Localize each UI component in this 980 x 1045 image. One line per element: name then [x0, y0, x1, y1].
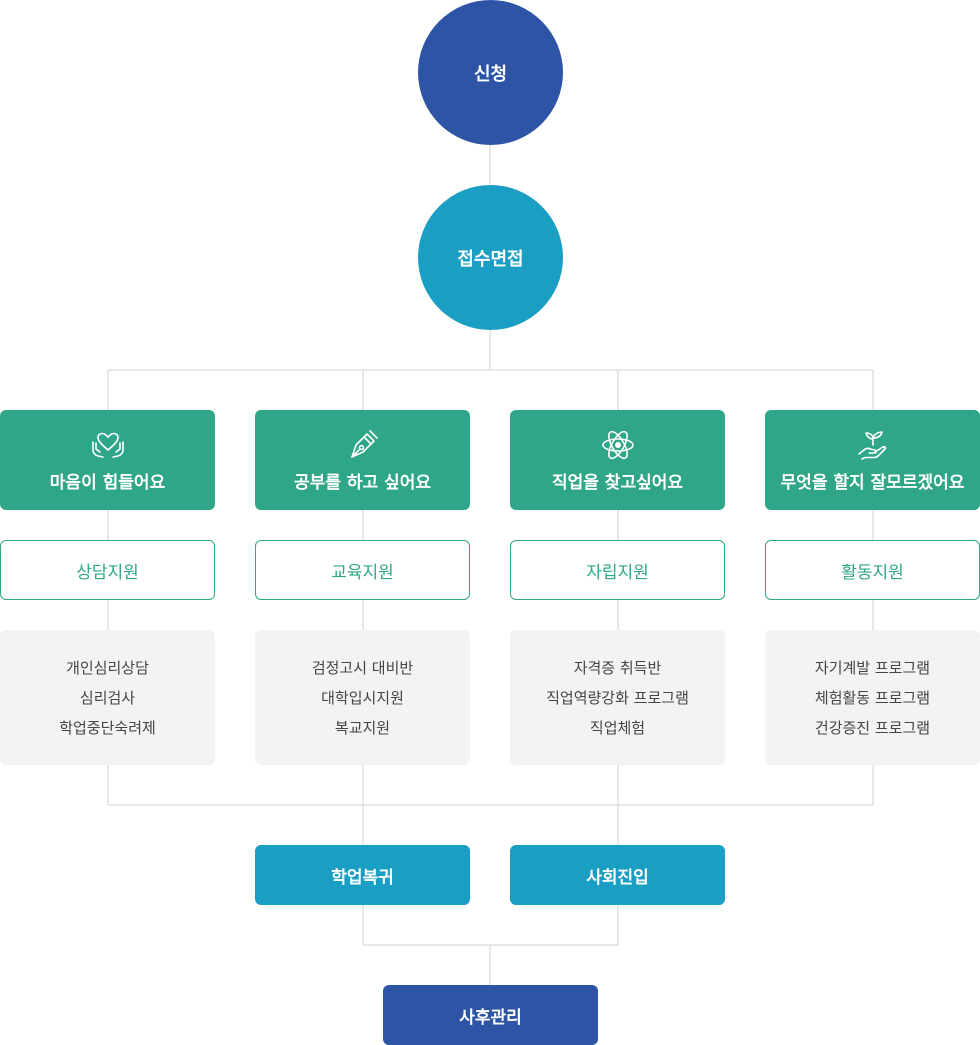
- outcome-label: 사후관리: [459, 1007, 522, 1028]
- detail-item: 복교지원: [334, 718, 391, 737]
- support-label: 상담지원: [76, 562, 139, 583]
- detail-item: 대학입시지원: [321, 688, 404, 707]
- detail-item: 심리검사: [79, 688, 136, 707]
- return-to-school-node: 학업복귀: [255, 845, 470, 905]
- support-label: 활동지원: [841, 562, 904, 583]
- support-label: 자립지원: [586, 562, 649, 583]
- detail-item: 자격증 취득반: [573, 658, 662, 677]
- detail-independence: 자격증 취득반 직업역량강화 프로그램 직업체험: [510, 630, 725, 765]
- category-title: 무엇을 할지 잘모르겠어요: [780, 473, 965, 493]
- detail-item: 직업역량강화 프로그램: [546, 688, 689, 707]
- intake-label: 접수면접: [457, 248, 524, 270]
- detail-item: 체험활동 프로그램: [814, 688, 931, 707]
- apply-node: 신청: [418, 0, 563, 145]
- detail-item: 자기계발 프로그램: [814, 658, 931, 677]
- support-education: 교육지원: [255, 540, 470, 600]
- support-activity: 활동지원: [765, 540, 980, 600]
- detail-activity: 자기계발 프로그램 체험활동 프로그램 건강증진 프로그램: [765, 630, 980, 765]
- category-mind: 마음이 힘들어요: [0, 410, 215, 510]
- atom-icon: [601, 430, 634, 460]
- detail-item: 개인심리상담: [66, 658, 149, 677]
- enter-society-node: 사회진입: [510, 845, 725, 905]
- category-activity: 무엇을 할지 잘모르겠어요: [765, 410, 980, 510]
- category-title: 마음이 힘들어요: [49, 473, 166, 493]
- support-independence: 자립지원: [510, 540, 725, 600]
- apply-label: 신청: [473, 63, 508, 85]
- detail-item: 건강증진 프로그램: [814, 718, 931, 737]
- detail-item: 검정고시 대비반: [311, 658, 414, 677]
- hand-plant-icon: [857, 431, 886, 460]
- intake-interview-node: 접수면접: [418, 185, 563, 330]
- detail-item: 학업중단숙려제: [59, 718, 156, 737]
- pen-nib-icon: [350, 430, 378, 458]
- detail-counseling: 개인심리상담 심리검사 학업중단숙려제: [0, 630, 215, 765]
- category-title: 공부를 하고 싶어요: [294, 473, 431, 493]
- category-study: 공부를 하고 싶어요: [255, 410, 470, 510]
- outcome-label: 사회진입: [586, 867, 649, 888]
- detail-item: 직업체험: [589, 718, 646, 737]
- category-job: 직업을 찾고싶어요: [510, 410, 725, 510]
- follow-up-node: 사후관리: [383, 985, 598, 1045]
- support-label: 교육지원: [331, 562, 394, 583]
- outcome-label: 학업복귀: [331, 867, 394, 888]
- detail-education: 검정고시 대비반 대학입시지원 복교지원: [255, 630, 470, 765]
- heart-hands-icon: [91, 432, 124, 458]
- category-title: 직업을 찾고싶어요: [551, 473, 684, 493]
- support-counseling: 상담지원: [0, 540, 215, 600]
